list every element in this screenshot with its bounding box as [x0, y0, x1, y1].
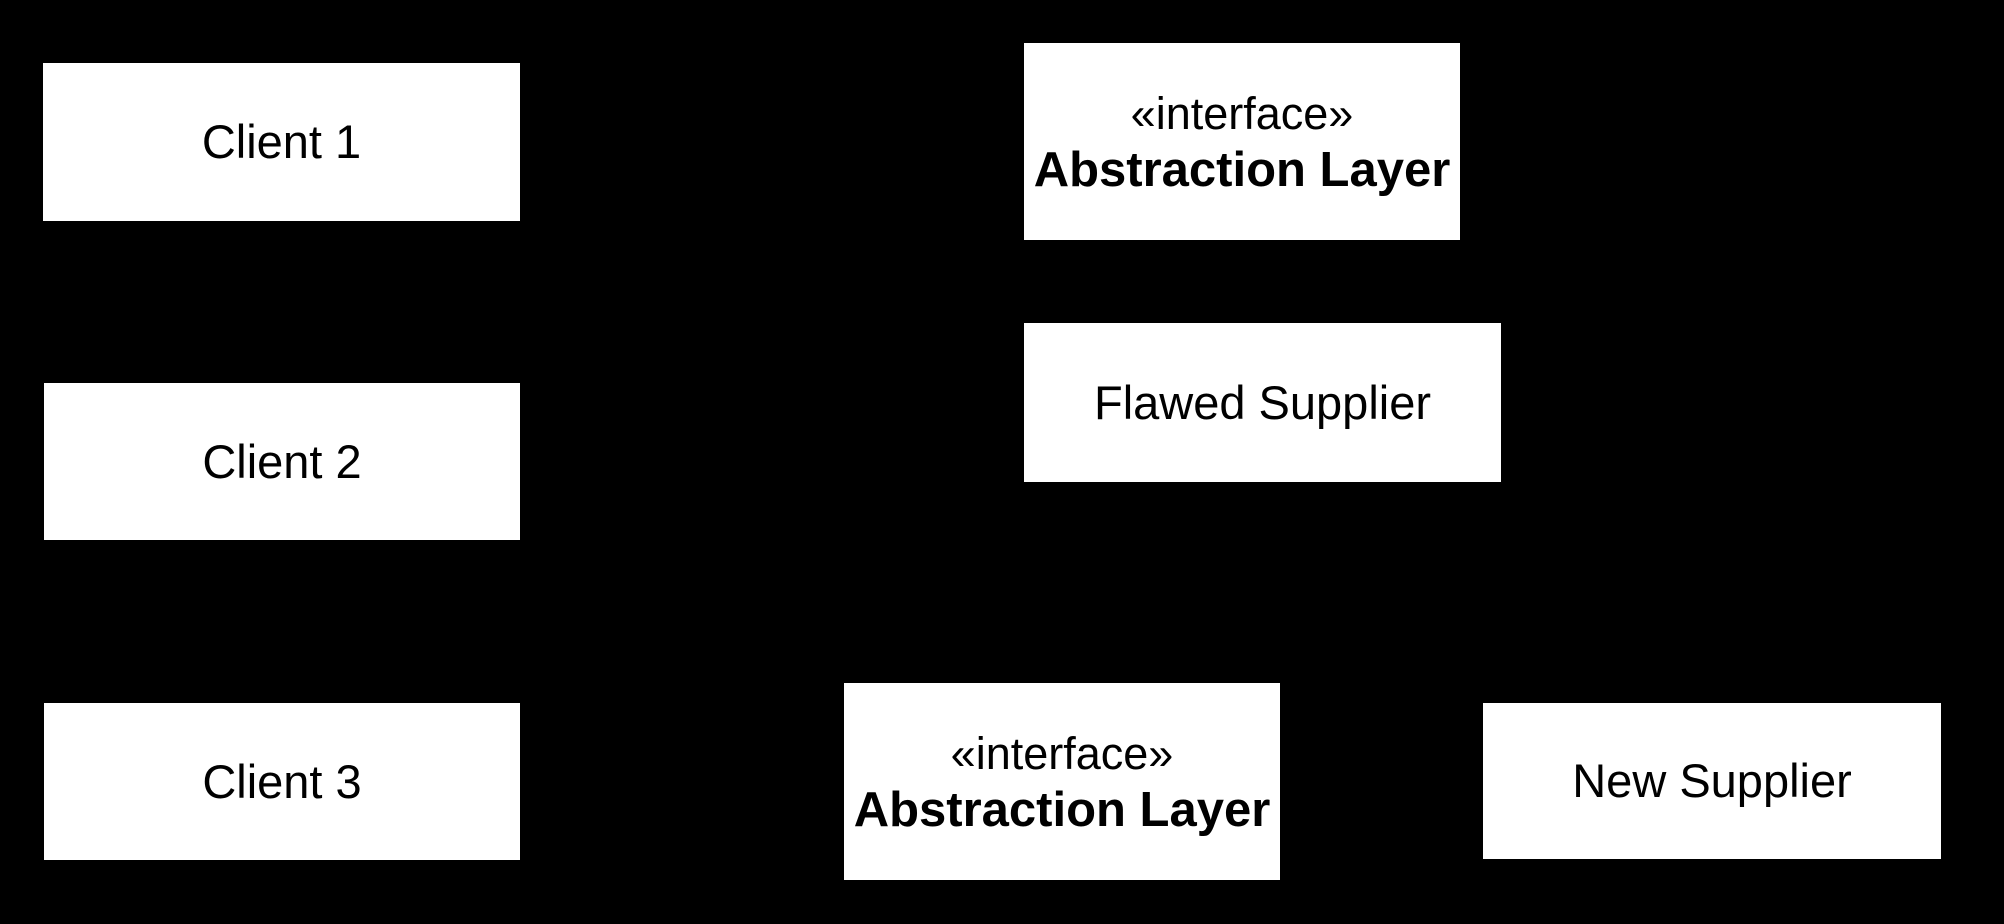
abstraction-layer-top-label: Abstraction Layer [1033, 142, 1451, 197]
node-abstraction-layer-bottom: «interface» Abstraction Layer [844, 683, 1280, 880]
new-supplier-label: New Supplier [1572, 754, 1852, 808]
client-3-label: Client 3 [202, 754, 362, 808]
node-abstraction-layer-top: «interface» Abstraction Layer [1024, 43, 1460, 240]
node-client-3: Client 3 [44, 703, 520, 860]
flawed-supplier-label: Flawed Supplier [1093, 375, 1431, 429]
node-flawed-supplier: Flawed Supplier [1024, 323, 1501, 482]
node-new-supplier: New Supplier [1483, 703, 1941, 859]
abstraction-layer-bottom-label: Abstraction Layer [853, 782, 1271, 837]
node-client-1: Client 1 [43, 63, 520, 221]
abstraction-layer-bottom-stereotype: «interface» [950, 727, 1174, 779]
client-1-label: Client 1 [201, 115, 362, 169]
client-2-label: Client 2 [202, 434, 362, 488]
node-client-2: Client 2 [44, 383, 520, 540]
abstraction-layer-top-stereotype: «interface» [1130, 87, 1354, 139]
